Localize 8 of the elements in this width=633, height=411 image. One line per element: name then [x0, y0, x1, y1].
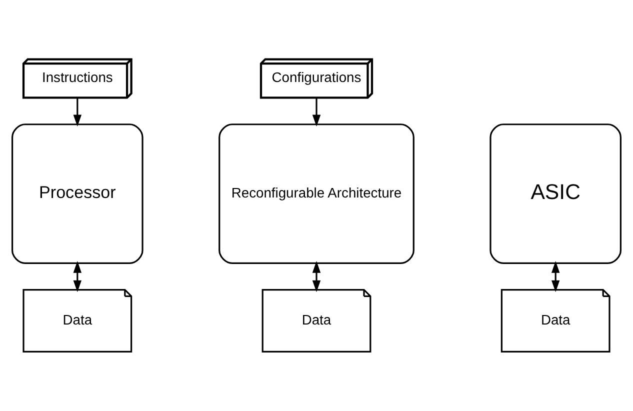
arrow — [73, 261, 82, 292]
arrow — [551, 261, 560, 292]
arrow — [73, 98, 82, 127]
arrow — [312, 98, 321, 127]
arrow — [312, 261, 321, 292]
node-box: Reconfigurable Architecture — [218, 124, 414, 264]
node-box: ASIC — [490, 124, 622, 264]
node-box: Processor — [12, 124, 144, 264]
